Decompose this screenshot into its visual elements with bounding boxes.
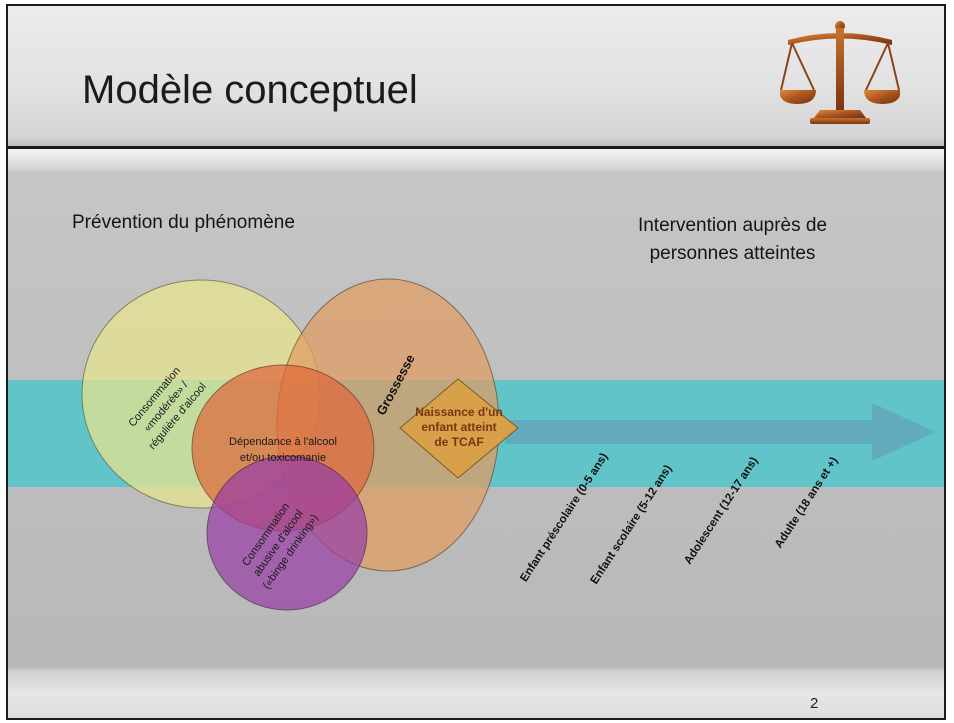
- birth-label-line2: enfant atteint: [421, 420, 496, 434]
- prevention-heading: Prévention du phénomène: [72, 212, 295, 233]
- slide-title: Modèle conceptuel: [82, 68, 418, 112]
- intervention-heading: Intervention auprès de personnes atteint…: [637, 215, 828, 264]
- birth-label-line3: de TCAF: [434, 435, 483, 449]
- birth-label-line1: Naissance d'un: [415, 405, 503, 419]
- dependence-label-line2: et/ou toxicomanie: [240, 452, 326, 464]
- balance-scales-icon: [780, 21, 900, 124]
- birth-label: Naissance d'un enfant atteint de TCAF: [415, 405, 503, 449]
- birth-diamond: [399, 378, 519, 479]
- dependence-label-line1: Dépendance à l'alcool: [229, 436, 337, 448]
- footer-band: [8, 666, 944, 718]
- page-number: 2: [810, 695, 819, 712]
- header-band: [8, 6, 944, 151]
- abusive-consumption-circle: [206, 455, 368, 611]
- timeline-arrow: [505, 403, 936, 461]
- header-shadow: [8, 149, 944, 171]
- dependence-label: Dépendance à l'alcool et/ou toxicomanie: [229, 436, 337, 464]
- header-divider: [8, 146, 944, 149]
